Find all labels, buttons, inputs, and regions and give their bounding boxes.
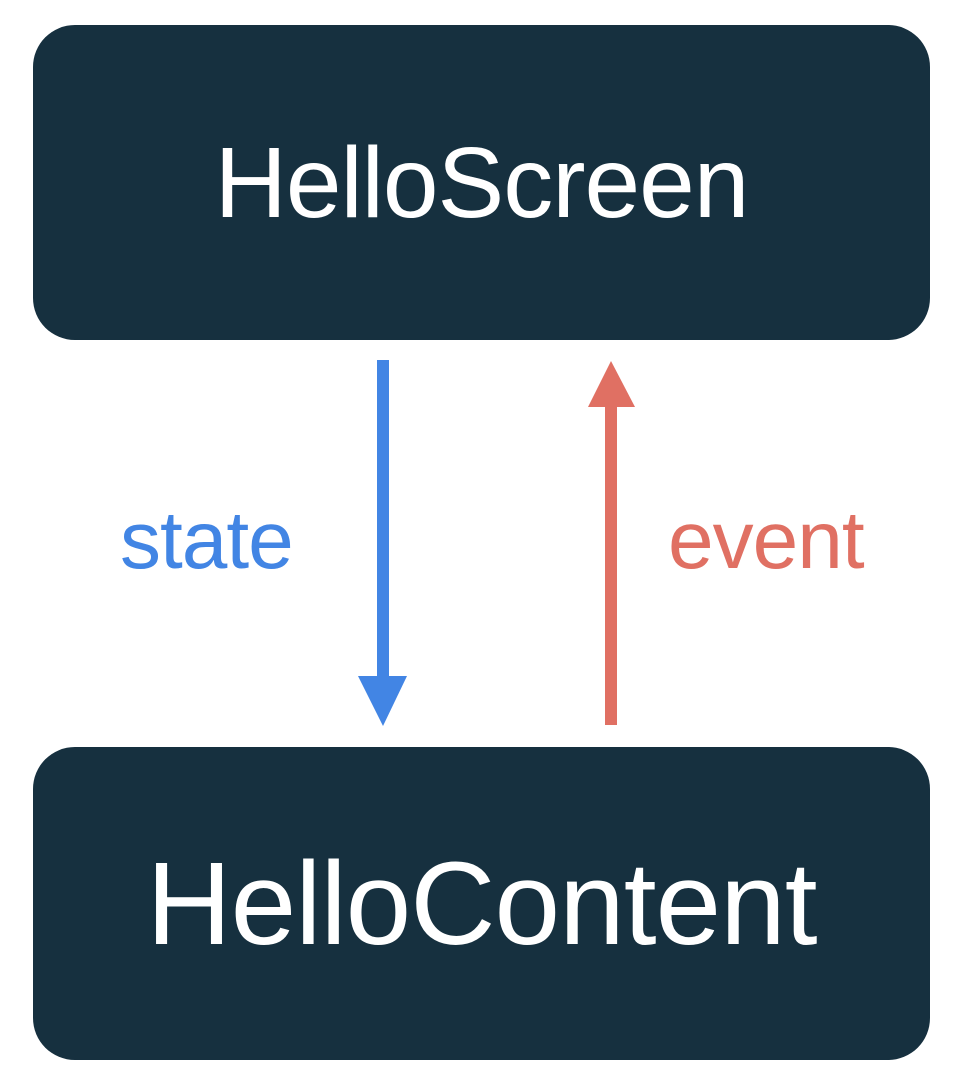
event-arrow-head [588, 361, 635, 407]
node-hello-screen[interactable]: HelloScreen [33, 25, 930, 340]
state-arrow-shaft [377, 360, 389, 677]
edge-label-event: event [668, 495, 865, 586]
node-hello-screen-label: HelloScreen [214, 126, 750, 239]
node-hello-content-label: HelloContent [146, 837, 817, 970]
edge-label-state: state [120, 495, 294, 586]
state-arrow-head [358, 676, 407, 726]
node-hello-content[interactable]: HelloContent [33, 747, 930, 1060]
state-arrow-icon [358, 360, 407, 726]
event-arrow-shaft [605, 406, 617, 725]
event-arrow-icon [588, 361, 635, 725]
